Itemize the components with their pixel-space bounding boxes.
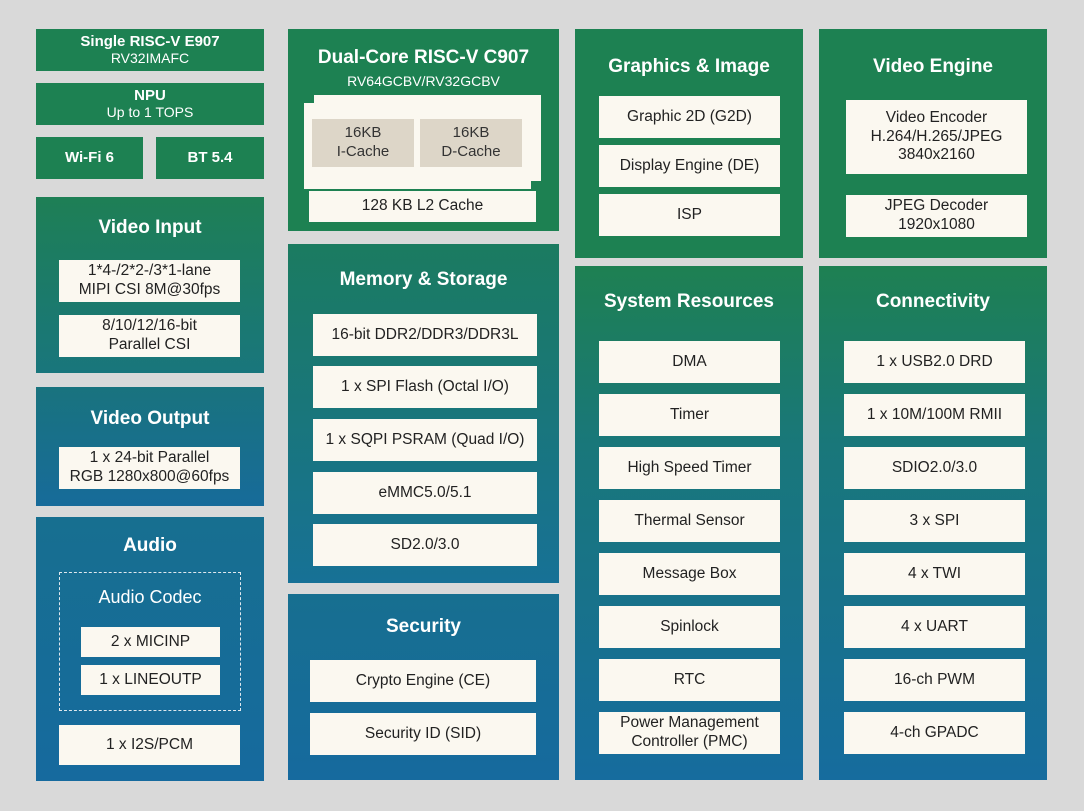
npu-sub: Up to 1 TOPS [106,104,194,120]
c907-block: Dual-Core RISC-V C907 RV64GCBV/RV32GCBV … [288,29,559,231]
connectivity-item: 1 x 10M/100M RMII [844,394,1025,436]
memory-item: SD2.0/3.0 [313,524,537,566]
system-item: RTC [599,659,780,701]
system-title: System Resources [603,291,775,312]
system-item: DMA [599,341,780,383]
connectivity-item: 4 x UART [844,606,1025,648]
graphics-title: Graphics & Image [608,56,770,77]
connectivity-item: 1 x USB2.0 DRD [844,341,1025,383]
audio-codec-group: Audio Codec 2 x MICINP 1 x LINEOUTP [59,572,241,711]
graphics-block: Graphics & Image Graphic 2D (G2D) Displa… [575,29,803,258]
graphics-item: ISP [599,194,780,236]
dcache: 16KB D-Cache [420,119,522,167]
bt-block: BT 5.4 [156,137,264,179]
system-item: Spinlock [599,606,780,648]
c907-sub: RV64GCBV/RV32GCBV [347,73,500,89]
system-block: System Resources DMA Timer High Speed Ti… [575,266,803,780]
audio-codec-item: 2 x MICINP [81,627,220,657]
system-item: Power Management Controller (PMC) [599,712,780,754]
video-input-block: Video Input 1*4-/2*2-/3*1-lane MIPI CSI … [36,197,264,373]
memory-item: 1 x SPI Flash (Octal I/O) [313,366,537,408]
bt-label: BT 5.4 [187,149,233,166]
memory-title: Memory & Storage [339,269,508,290]
e907-title: Single RISC-V E907 [80,33,220,50]
video-engine-block: Video Engine Video Encoder H.264/H.265/J… [819,29,1047,258]
e907-sub: RV32IMAFC [110,50,190,66]
video-engine-title: Video Engine [872,56,993,77]
video-input-item: 1*4-/2*2-/3*1-lane MIPI CSI 8M@30fps [59,260,240,302]
connectivity-item: 4-ch GPADC [844,712,1025,754]
graphics-item: Graphic 2D (G2D) [599,96,780,138]
connectivity-item: 16-ch PWM [844,659,1025,701]
security-item: Security ID (SID) [310,713,536,755]
system-item: Message Box [599,553,780,595]
connectivity-block: Connectivity 1 x USB2.0 DRD 1 x 10M/100M… [819,266,1047,780]
memory-block: Memory & Storage 16-bit DDR2/DDR3/DDR3L … [288,244,559,583]
system-item: High Speed Timer [599,447,780,489]
memory-item: 16-bit DDR2/DDR3/DDR3L [313,314,537,356]
memory-item: eMMC5.0/5.1 [313,472,537,514]
video-input-title: Video Input [98,217,202,238]
audio-codec-title: Audio Codec [98,587,202,607]
system-item: Timer [599,394,780,436]
audio-block: Audio Audio Codec 2 x MICINP 1 x LINEOUT… [36,517,264,781]
security-item: Crypto Engine (CE) [310,660,536,702]
video-input-item: 8/10/12/16-bit Parallel CSI [59,315,240,357]
icache: 16KB I-Cache [312,119,414,167]
connectivity-item: 4 x TWI [844,553,1025,595]
audio-title: Audio [123,535,177,556]
graphics-item: Display Engine (DE) [599,145,780,187]
npu-title: NPU [134,87,166,104]
video-output-title: Video Output [90,408,210,429]
connectivity-item: SDIO2.0/3.0 [844,447,1025,489]
npu-block: NPU Up to 1 TOPS [36,83,264,125]
memory-item: 1 x SQPI PSRAM (Quad I/O) [313,419,537,461]
l2-cache: 128 KB L2 Cache [309,191,536,222]
security-block: Security Crypto Engine (CE) Security ID … [288,594,559,780]
audio-codec-item: 1 x LINEOUTP [81,665,220,695]
video-engine-item: JPEG Decoder 1920x1080 [846,195,1027,237]
security-title: Security [386,616,461,637]
video-output-block: Video Output 1 x 24-bit Parallel RGB 128… [36,387,264,506]
system-item: Thermal Sensor [599,500,780,542]
connectivity-item: 3 x SPI [844,500,1025,542]
video-engine-item: Video Encoder H.264/H.265/JPEG 3840x2160 [846,100,1027,174]
connectivity-title: Connectivity [875,291,991,312]
wifi-label: Wi-Fi 6 [64,149,115,166]
c907-title: Dual-Core RISC-V C907 [317,47,530,68]
wifi-block: Wi-Fi 6 [36,137,143,179]
audio-item: 1 x I2S/PCM [59,725,240,765]
video-output-item: 1 x 24-bit Parallel RGB 1280x800@60fps [59,447,240,489]
e907-block: Single RISC-V E907 RV32IMAFC [36,29,264,71]
